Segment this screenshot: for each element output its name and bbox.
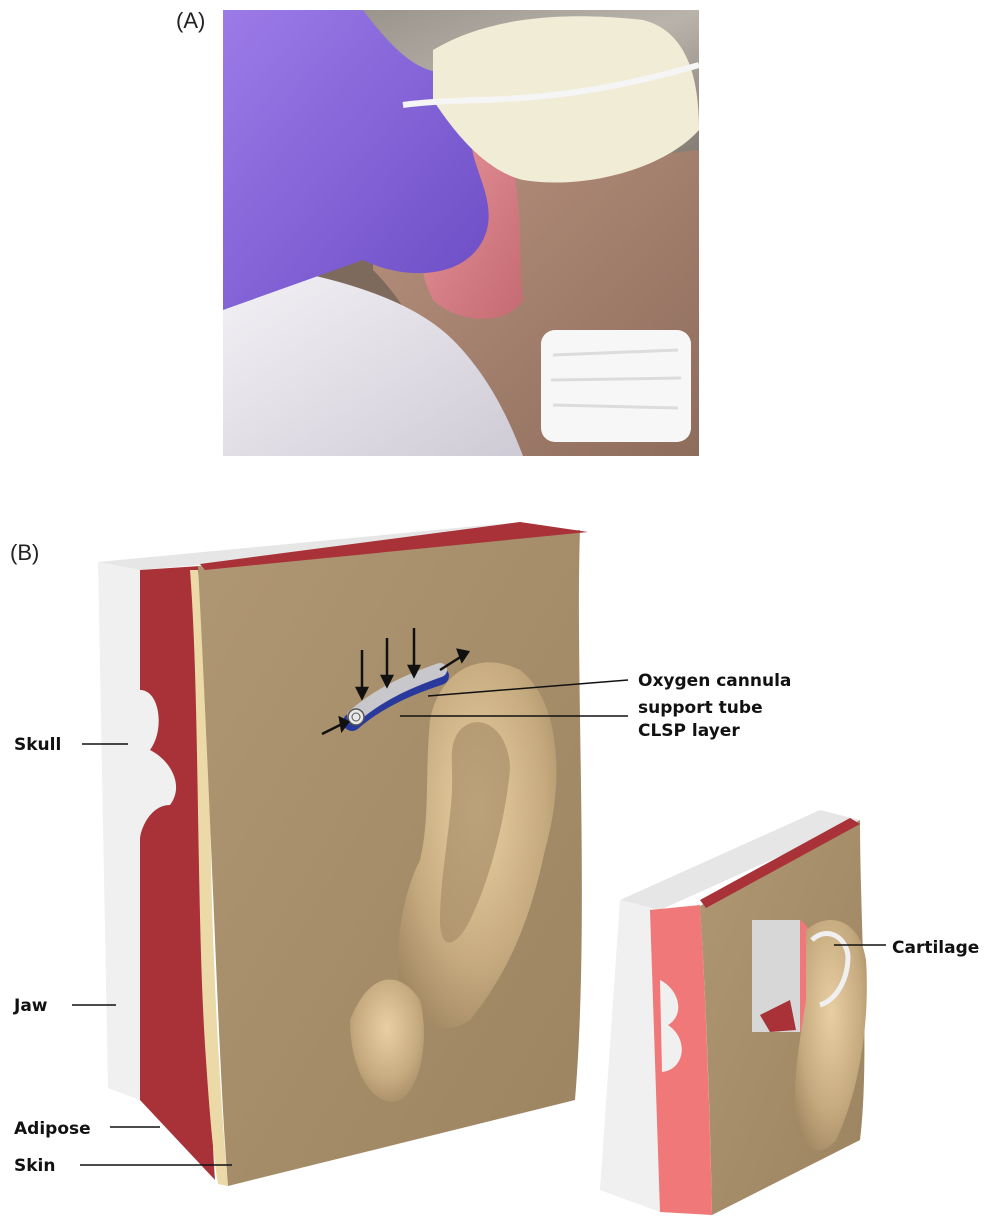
panel-a-label: (A) xyxy=(176,8,205,34)
cutaway-block xyxy=(600,810,886,1215)
large-tissue-block xyxy=(72,522,628,1186)
clinical-photo xyxy=(223,10,699,456)
label-clsp-layer: CLSP layer xyxy=(638,718,740,745)
label-oxygen-cannula-support-tube: Oxygen cannula support tube xyxy=(638,668,838,722)
ear-model-diagram xyxy=(0,500,997,1223)
label-jaw: Jaw xyxy=(14,993,48,1020)
label-adipose: Adipose xyxy=(14,1116,91,1143)
label-skin: Skin xyxy=(14,1153,55,1180)
label-cartilage: Cartilage xyxy=(892,935,979,962)
label-skull: Skull xyxy=(14,732,61,759)
